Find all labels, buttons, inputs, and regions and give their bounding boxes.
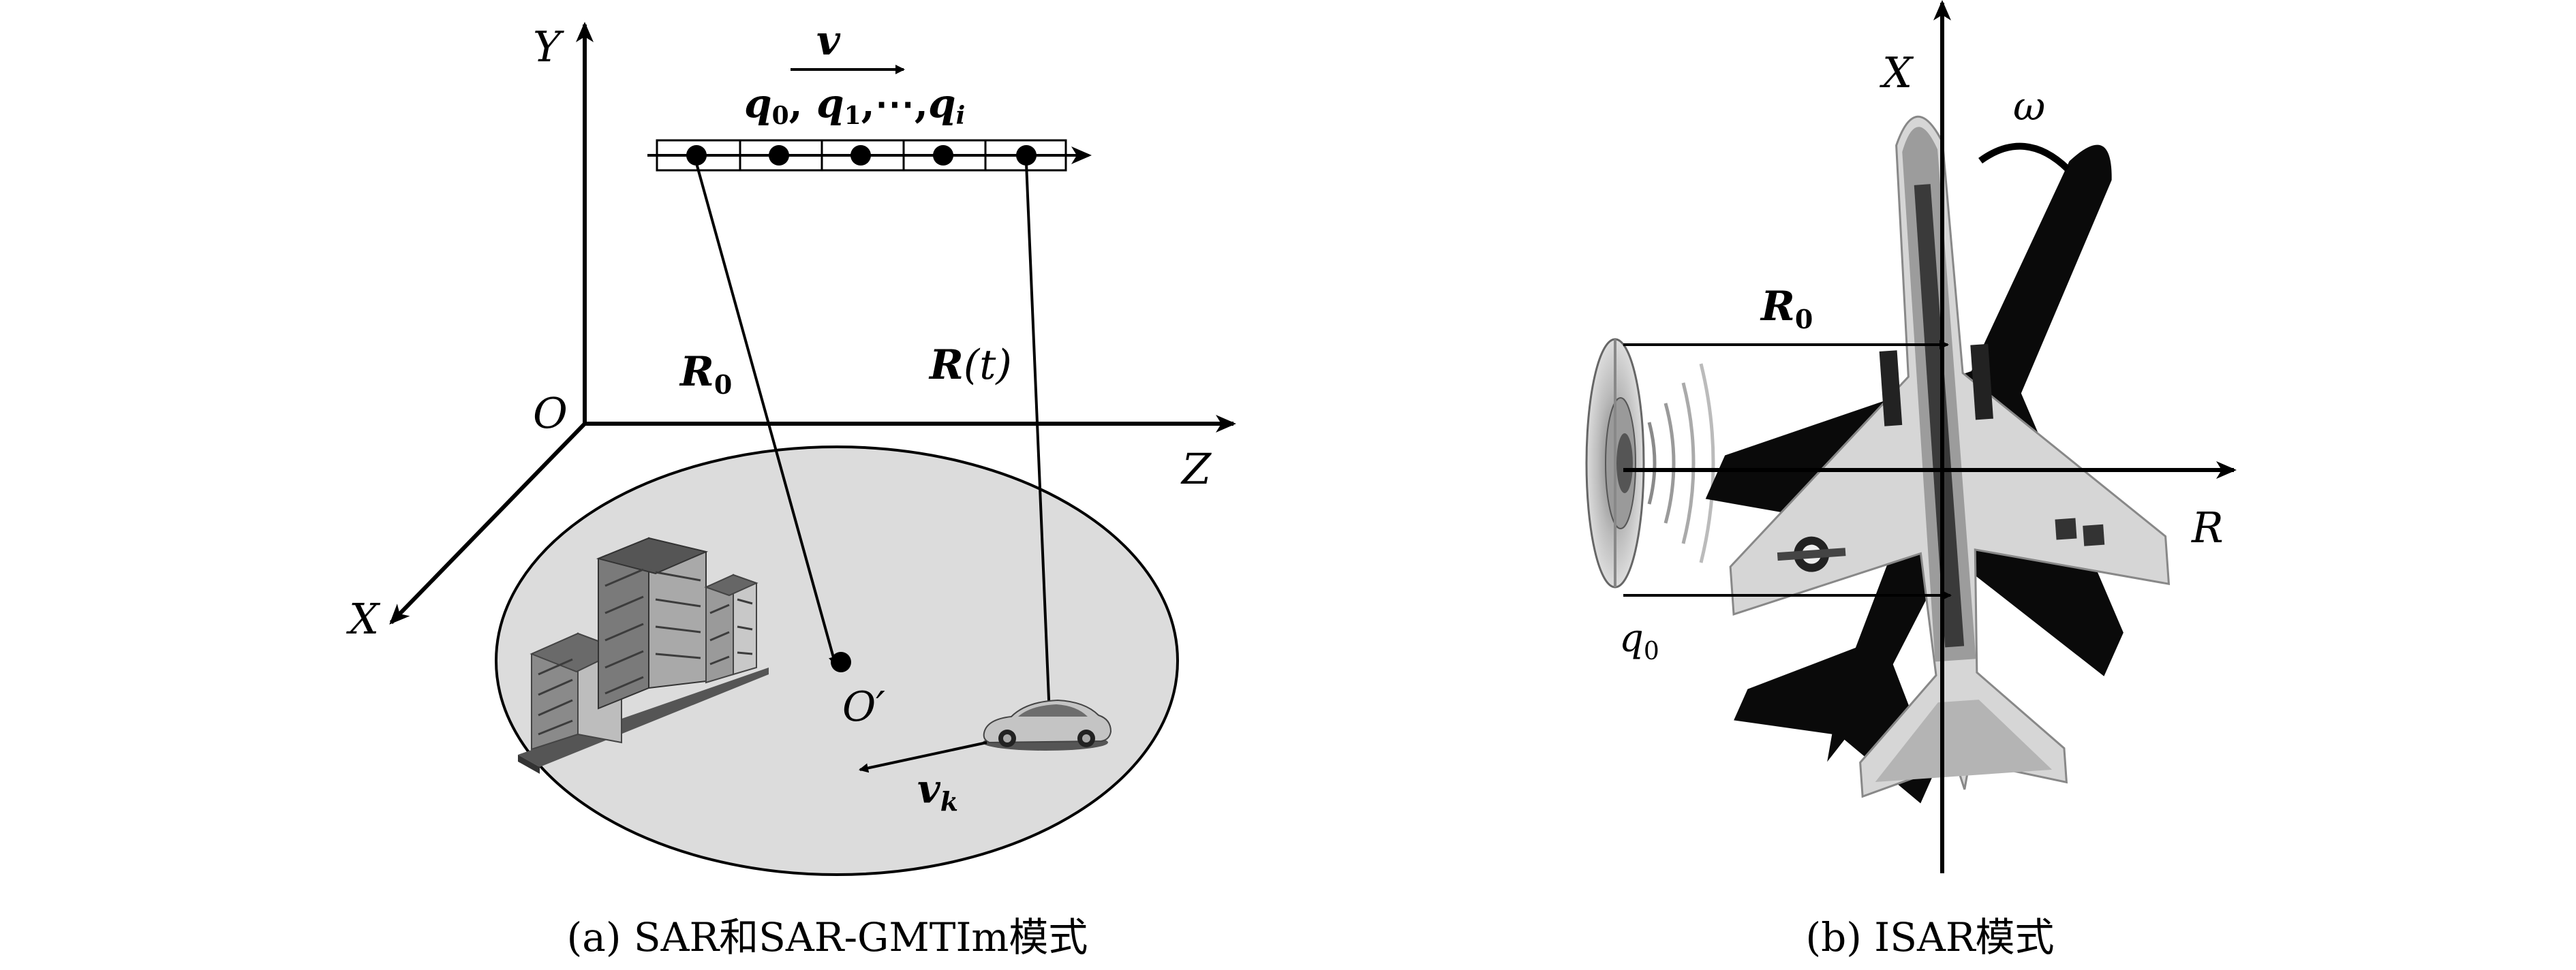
radar-position-dot [769,145,789,166]
radar-flight-track [647,139,1092,172]
aircraft-target-icon [1705,115,2171,804]
rotation-label: ω [2013,83,2045,129]
platform-velocity-label: v [816,17,841,65]
radar-position-dot [933,145,953,166]
building-group-icon [518,537,769,774]
moving-car-icon [983,699,1112,751]
panel-a-caption: (a) SAR和SAR-GMTIm模式 [567,914,1088,960]
range-r0-label: R0 [679,348,732,400]
z-axis-label: Z [1180,444,1212,494]
radar-positions-label: q0, q1,⋯,qi [744,80,965,130]
x-axis [389,422,587,625]
scene-center-point [831,652,851,672]
x-axis-label-b: X [1880,48,1914,97]
origin-label: O [533,388,568,438]
range-rt-label: R(t) [928,341,1012,389]
target-velocity-label: vk [917,766,958,817]
radar-position-dot [850,145,871,166]
range-r0-label-b: R0 [1760,283,1813,334]
panel-b-isar-geometry: ω X R R0 q0 (b) ISAR模式 [1585,0,2237,960]
target-velocity-arrow [859,741,987,773]
radar-position-dot [686,145,707,166]
rotation-arc [1978,142,2070,172]
panel-b-caption: (b) ISAR模式 [1805,914,2054,960]
scene-center-label: O′ [842,683,885,731]
x-axis-label: X [346,594,381,644]
range-vector-rt [1025,163,1054,717]
radar-position-dot [1016,145,1037,166]
radar-dish-icon [1585,338,1715,589]
y-axis-label: Y [533,22,564,72]
range-vector-r0 [695,163,838,666]
r-axis-label: R [2191,503,2224,552]
radar-position-label-b: q0 [1619,616,1659,666]
panel-a-sar-geometry: Y Z X O v q0, q1,⋯,qi R0 [346,17,1236,960]
